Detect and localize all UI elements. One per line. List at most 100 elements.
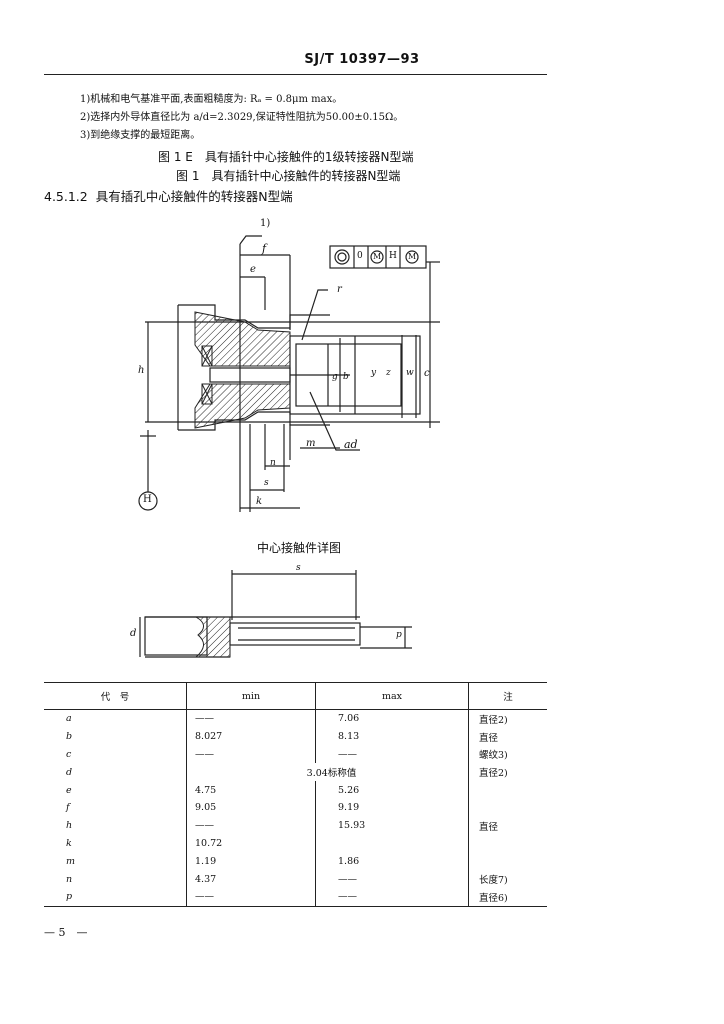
datum-h-symbol (138, 491, 158, 511)
label-note-ref: 1) (260, 218, 271, 229)
label-h: h (138, 365, 145, 376)
cell-note (468, 852, 547, 871)
cell-max: 7.06 (315, 709, 469, 728)
cell-note: 直径2) (468, 763, 547, 782)
cell-note: 直径 (468, 727, 547, 746)
document-id: SJ/T 10397—93 (304, 52, 420, 67)
cell-min: —— (186, 745, 316, 764)
cell-note (468, 798, 547, 817)
detail-hatched-section (194, 616, 231, 658)
cell-code: p (44, 887, 187, 907)
cell-code: a (66, 713, 72, 725)
detail-label-d: d (130, 628, 137, 639)
page-number: — 5 — (44, 926, 88, 939)
label-m: m (306, 438, 316, 449)
detail-label-p: p (396, 630, 402, 640)
label-e: e (250, 264, 256, 275)
cell-min: 9.05 (186, 798, 316, 817)
label-ad: ad (344, 438, 358, 451)
cell-max: 5.26 (315, 781, 469, 799)
table-row: k 10.72 (44, 834, 547, 853)
cell-note: 螺纹3) (468, 745, 547, 764)
cell-code: c (66, 748, 72, 760)
cell-code: f (66, 802, 70, 814)
label-w: w (406, 368, 414, 378)
label-y: y (371, 368, 377, 378)
cell-min: 10.72 (186, 834, 316, 853)
section-title: 具有插孔中心接触件的转接器N型端 (95, 189, 293, 204)
table-header-row: 代 号 min max 注 (44, 682, 547, 710)
label-n: n (270, 458, 276, 468)
header-min: min (186, 682, 316, 710)
detail-title: 中心接触件详图 (257, 541, 342, 555)
tolerance-cell-0: 0 (357, 251, 363, 261)
section-heading: 4.5.1.2 具有插孔中心接触件的转接器N型端 (44, 186, 301, 205)
cell-note: 长度7) (468, 870, 547, 888)
label-s: s (264, 478, 269, 488)
tolerance-cell-m1: M (373, 252, 382, 261)
cell-max: 9.19 (315, 798, 469, 817)
cell-note (468, 781, 547, 799)
label-f: f (262, 242, 267, 255)
label-k: k (256, 496, 263, 507)
cell-note: 直径 (468, 816, 547, 835)
cell-max (315, 834, 469, 853)
cell-code: d (66, 766, 73, 778)
cell-note: 直径2) (468, 709, 547, 728)
table-row: d 3.04标称值直径2) (44, 763, 547, 782)
cell-max: —— (315, 887, 469, 907)
figure-caption-1e: 图 1 E 具有插针中心接触件的1级转接器N型端 (158, 150, 414, 164)
cell-note: 直径6) (468, 887, 547, 907)
cell-max: 1.86 (315, 852, 469, 871)
cell-max: —— (315, 870, 469, 888)
cell-min: 8.027 (186, 727, 316, 746)
hatched-body-upper (194, 311, 291, 367)
header-note: 注 (468, 682, 547, 710)
contact-detail-drawing (139, 570, 412, 658)
cell-min: 4.37 (186, 870, 316, 888)
cell-min: —— (186, 816, 316, 835)
label-c: c (424, 368, 430, 379)
table-row: c————螺纹3) (44, 745, 547, 764)
note-1: 1)机械和电气基准平面,表面粗糙度为: Rₐ = 0.8μm max。 (80, 94, 343, 105)
cell-note (468, 834, 547, 853)
header-max: max (315, 682, 469, 710)
section-number: 4.5.1.2 (44, 189, 88, 204)
tolerance-frame (329, 245, 427, 269)
figure-caption-1: 图 1 具有插针中心接触件的转接器N型端 (176, 169, 401, 183)
note-leader (239, 235, 262, 245)
header-rule (44, 74, 547, 75)
tolerance-cell-h: H (389, 251, 397, 261)
cell-max: 15.93 (315, 816, 469, 835)
label-g: g (332, 372, 338, 382)
label-datum-h: H (143, 494, 152, 505)
detail-label-s: s (296, 563, 301, 573)
header-code: 代 号 (44, 682, 187, 710)
cell-max: 8.13 (315, 727, 469, 746)
label-z: z (386, 368, 391, 378)
note-3: 3)到绝缘支撑的最短距离。 (80, 130, 201, 141)
label-r: r (337, 284, 342, 295)
cell-code: k (66, 837, 72, 849)
cell-max: —— (315, 745, 469, 764)
cell-min: 4.75 (186, 781, 316, 799)
cell-code: e (66, 784, 72, 796)
cell-min: 1.19 (186, 852, 316, 871)
label-b: b (343, 372, 349, 382)
tolerance-cell-m2: M (408, 252, 417, 261)
cell-code: h (66, 820, 73, 832)
cell-code: m (66, 855, 76, 867)
cell-min: 3.04标称值 (186, 763, 469, 782)
cell-min: —— (186, 709, 316, 728)
cell-min: —— (186, 887, 316, 907)
cell-code: n (66, 873, 73, 885)
table-row: p————直径6) (44, 887, 547, 907)
